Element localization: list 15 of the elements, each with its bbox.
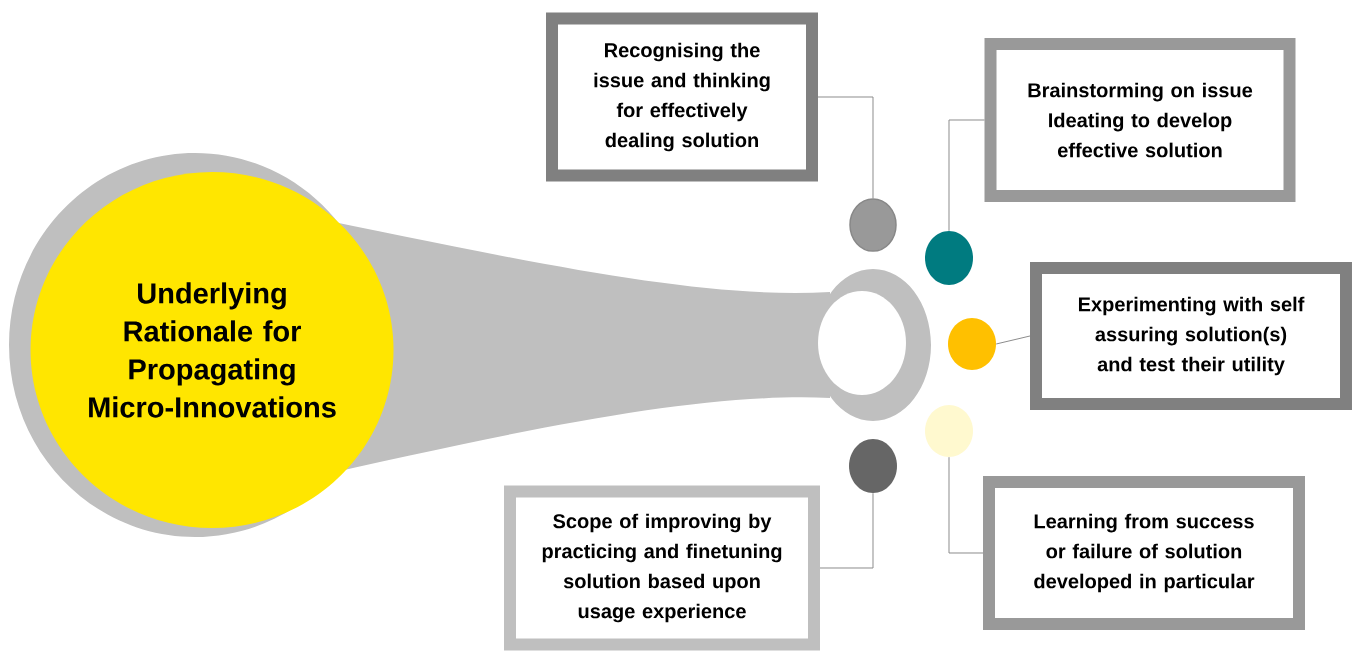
dot bbox=[925, 231, 973, 285]
dot bbox=[849, 439, 897, 493]
text-box: Brainstorming on issue Ideating to develop effective solution bbox=[984, 38, 1296, 202]
leader-line bbox=[948, 119, 985, 232]
text-box: Recognising the issue and thinking for effectively dealing solution bbox=[546, 12, 818, 182]
dot bbox=[948, 318, 996, 370]
text-box: Scope of improving by practicing and finetuning solution based upon usage experience bbox=[504, 485, 820, 651]
text-box: Experimenting with self assuring solution(s) and test their utility bbox=[1030, 262, 1352, 410]
text-box: Learning from success or failure of solution developed in particular bbox=[983, 476, 1305, 630]
leader-line bbox=[817, 96, 874, 199]
leader-line bbox=[995, 335, 1031, 345]
leader-line bbox=[819, 492, 874, 569]
dot bbox=[925, 405, 973, 457]
dot bbox=[849, 198, 897, 252]
leader-line bbox=[948, 456, 984, 554]
